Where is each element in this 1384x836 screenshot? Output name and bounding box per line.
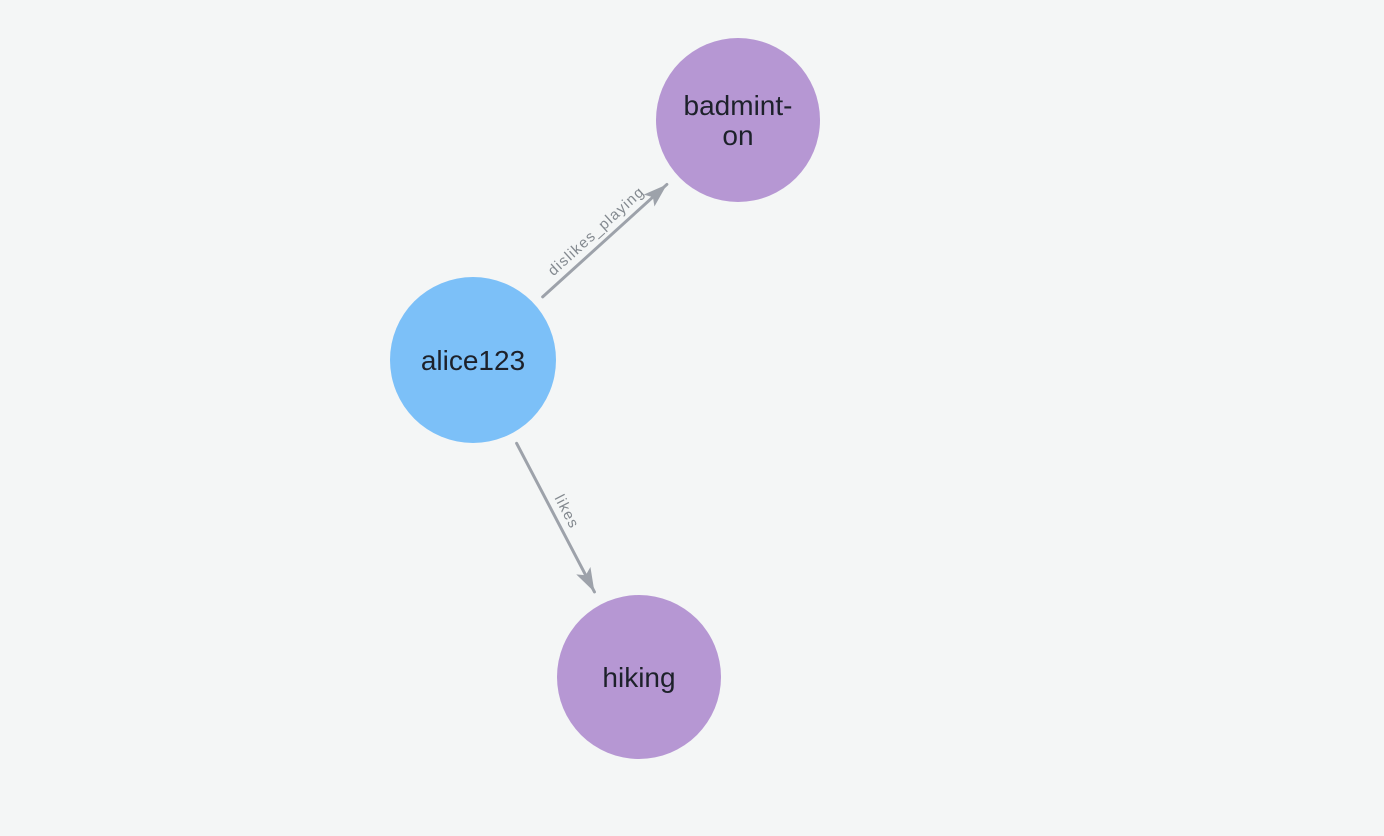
node-circle[interactable] — [390, 277, 556, 443]
edge-label: likes — [551, 492, 583, 532]
node-circle[interactable] — [557, 595, 721, 759]
node-circle[interactable] — [656, 38, 820, 202]
node-layer: alice123 badmint-on hiking — [390, 38, 820, 759]
graph-node-alice123[interactable]: alice123 — [390, 277, 556, 443]
edge-line[interactable] — [541, 182, 669, 299]
graph-node-badminton[interactable]: badmint-on — [656, 38, 820, 202]
graph-edge-alice123-badminton: dislikes_playing — [541, 182, 669, 299]
edge-line[interactable] — [515, 441, 596, 594]
graph-node-hiking[interactable]: hiking — [557, 595, 721, 759]
edge-label: dislikes_playing — [545, 183, 649, 279]
graph-edge-alice123-hiking: likes — [515, 441, 596, 594]
